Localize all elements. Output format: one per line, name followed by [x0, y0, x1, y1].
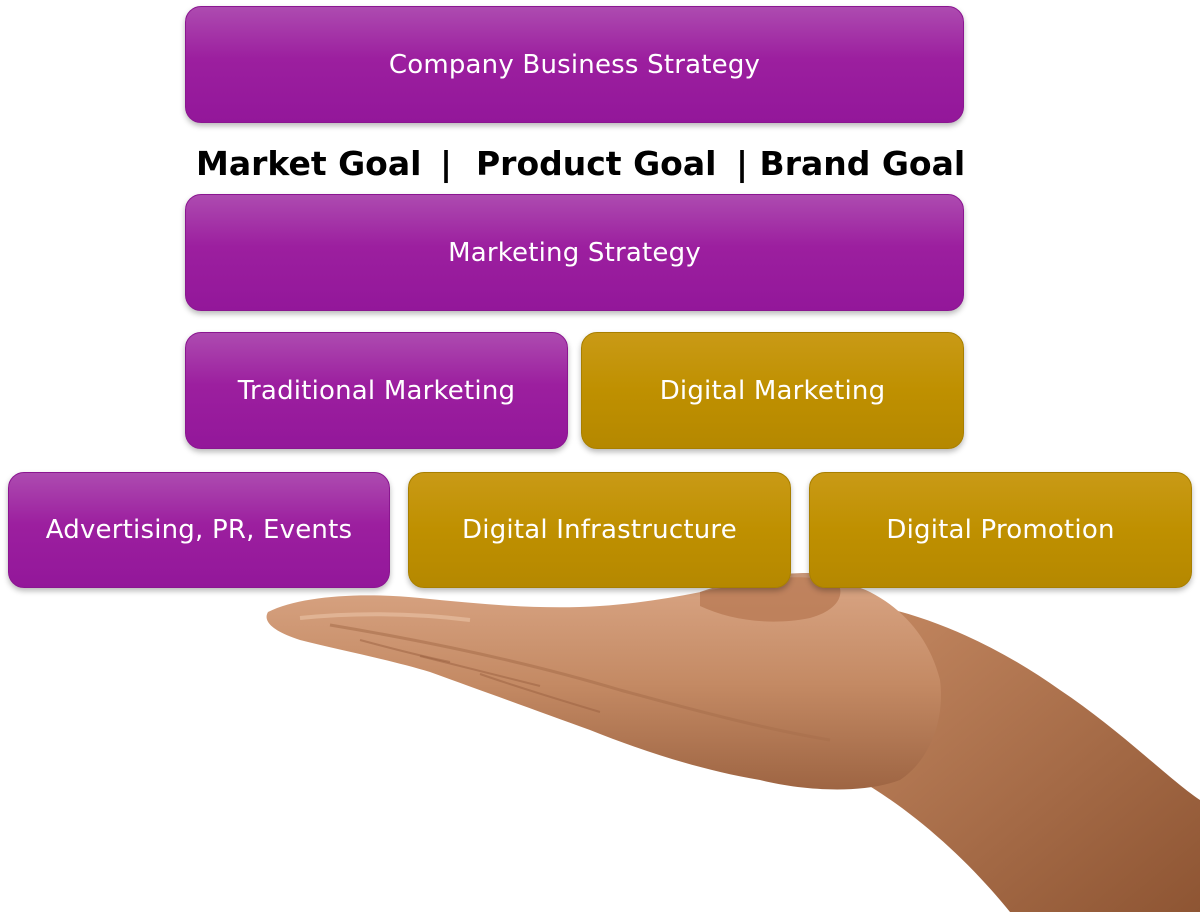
- marketing-strategy-block: Marketing Strategy: [185, 194, 964, 311]
- advertising-pr-events-block: Advertising, PR, Events: [8, 472, 390, 588]
- digital-promotion-block: Digital Promotion: [809, 472, 1192, 588]
- goal-separator: |: [440, 144, 453, 183]
- advertising-pr-events-label: Advertising, PR, Events: [45, 515, 353, 545]
- brand-goal-label: | Brand Goal: [736, 144, 966, 183]
- goals-row: Market Goal | Product Goal | Brand Goal: [196, 140, 966, 188]
- company-business-strategy-block: Company Business Strategy: [185, 6, 964, 123]
- digital-infrastructure-label: Digital Infrastructure: [462, 515, 737, 545]
- traditional-marketing-label: Traditional Marketing: [237, 375, 516, 406]
- company-business-strategy-label: Company Business Strategy: [388, 49, 761, 80]
- traditional-marketing-block: Traditional Marketing: [185, 332, 568, 449]
- digital-infrastructure-block: Digital Infrastructure: [408, 472, 791, 588]
- digital-marketing-block: Digital Marketing: [581, 332, 964, 449]
- digital-promotion-label: Digital Promotion: [886, 515, 1115, 545]
- marketing-strategy-label: Marketing Strategy: [448, 237, 701, 268]
- market-goal-label: Market Goal: [196, 144, 422, 183]
- product-goal-label: Product Goal: [476, 144, 717, 183]
- digital-marketing-label: Digital Marketing: [659, 375, 886, 406]
